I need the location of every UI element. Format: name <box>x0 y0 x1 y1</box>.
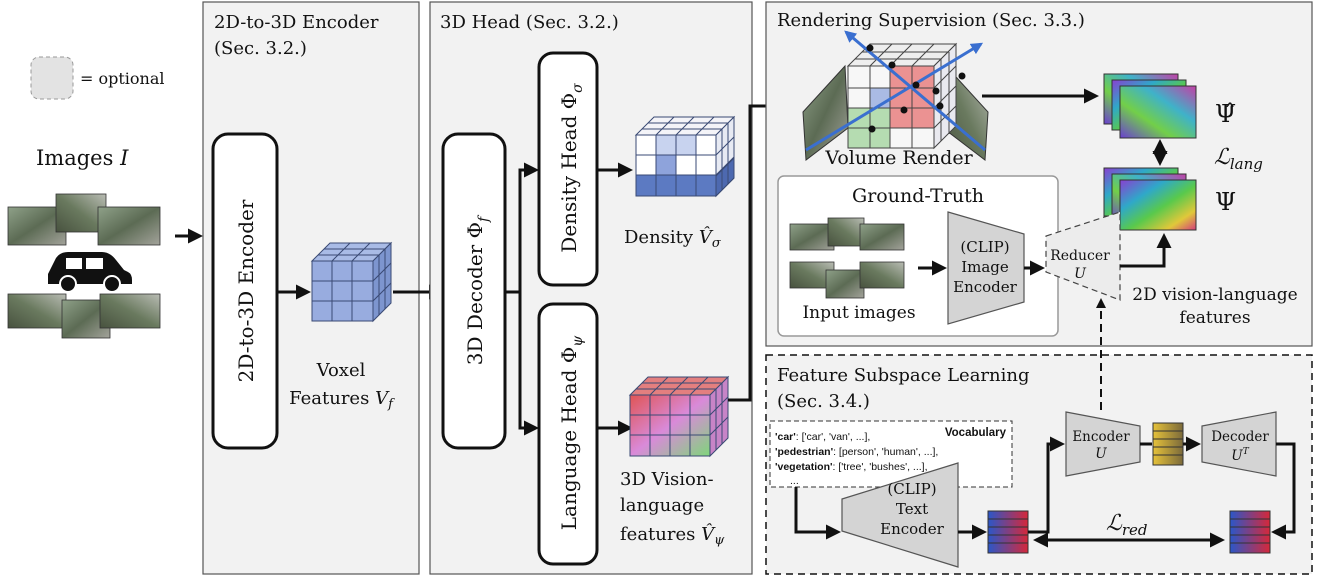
reconstructed-feature-stack <box>1229 510 1271 554</box>
vl-output-label-1: 3D Vision- <box>620 469 714 490</box>
ground-truth-title: Ground-Truth <box>852 185 984 207</box>
density-output-label: Density V̂σ <box>624 226 722 251</box>
vocab-line: 'car': ['car', 'van', ...], <box>775 431 870 443</box>
subspace-decoder-label-1: Decoder <box>1211 429 1269 445</box>
density-head-label: Density Head Φσ <box>557 83 586 253</box>
text-feature-stack <box>987 510 1029 554</box>
subspace-panel-title: Feature Subspace Learning <box>777 365 1030 386</box>
vocabulary-title: Vocabulary <box>945 427 1007 439</box>
language-head-block <box>537 302 599 566</box>
subspace-encoder-label-2: U <box>1095 446 1107 462</box>
lang-loss-label: ℒlang <box>1214 145 1263 173</box>
subspace-decoder-label-2: UT <box>1231 447 1249 464</box>
input-images-label: Input images <box>802 303 915 323</box>
vocab-line: 'pedestrian': [person', 'human', ...], <box>775 446 938 458</box>
input-images-top <box>7 193 161 246</box>
encoder-panel-title: 2D-to-3D Encoder <box>214 12 379 33</box>
vocabulary-box <box>769 420 1013 488</box>
subspace-encoder-label-1: Encoder <box>1072 429 1130 445</box>
arrow-reducer-to-gt <box>1120 233 1172 268</box>
rendering-panel-title: Rendering Supervision (Sec. 3.3.) <box>777 10 1085 31</box>
car-icon <box>48 252 132 293</box>
subspace-encoder <box>1065 411 1141 477</box>
voxel-features-label-2: Features Vf <box>289 388 395 412</box>
input-images-bottom <box>7 293 161 339</box>
gt-input-images <box>789 217 905 299</box>
clip-image-encoder-label-3: Encoder <box>953 278 1018 296</box>
optional-legend-box <box>30 56 74 100</box>
clip-image-encoder <box>947 211 1025 325</box>
optional-legend-label: = optional <box>80 69 165 88</box>
gt-features-symbol: Ψ <box>1215 188 1236 216</box>
head-panel-title: 3D Head (Sec. 3.2.) <box>440 12 619 33</box>
red-loss-label: ℒred <box>1106 511 1148 539</box>
reducer-block <box>1045 211 1121 301</box>
subspace-decoder <box>1201 411 1277 477</box>
volume-render-illustration <box>802 30 989 161</box>
clip-text-encoder <box>841 462 959 568</box>
arrow-vocab-to-text-encoder <box>794 487 841 540</box>
gt-feature-maps <box>1103 167 1197 231</box>
text-encoder-label-3: Encoder <box>880 520 945 538</box>
encoder-block-label: 2D-to-3D Encoder <box>234 199 258 382</box>
volume-render-label: Volume Render <box>824 147 973 169</box>
vocabulary-list: 'car': ['car', 'van', ...], 'pedestrian'… <box>775 431 938 487</box>
decoder-block-label: 3D Decoder Φf <box>463 214 492 365</box>
text-encoder-label-2: Text <box>896 500 928 518</box>
vocab-line: 'vegetation': ['tree', 'bushes', ...], <box>775 461 928 473</box>
clip-image-encoder-label-2: Image <box>961 258 1009 276</box>
predicted-features-symbol: Ψ̂ <box>1215 100 1236 128</box>
vl-output-label-3: features V̂ψ <box>620 523 725 548</box>
arrow-features-to-encoder <box>1028 436 1065 534</box>
vl-features-label-1: 2D vision-language <box>1132 285 1297 305</box>
images-label: Images I <box>36 146 129 170</box>
voxel-features-cube <box>310 241 393 323</box>
density-cube <box>634 115 736 198</box>
subspace-panel-section: (Sec. 3.4.) <box>777 391 870 412</box>
predicted-feature-maps <box>1103 73 1197 139</box>
reducer-label-1: Reducer <box>1050 248 1110 264</box>
language-head-label: Language Head Φψ <box>557 335 586 530</box>
reducer-label-2: U <box>1074 266 1087 282</box>
arrow-decoder-to-recon <box>1271 442 1296 540</box>
voxel-features-label-1: Voxel <box>316 360 366 381</box>
vl-output-label-2: language <box>620 495 704 516</box>
encoder-panel-section: (Sec. 3.2.) <box>214 38 307 59</box>
vision-language-cube <box>628 375 730 458</box>
text-encoder-label-1: (CLIP) <box>887 480 936 498</box>
clip-image-encoder-label-1: (CLIP) <box>960 238 1009 256</box>
vocab-line: ... <box>790 475 799 487</box>
vl-features-label-2: features <box>1179 308 1250 328</box>
latent-feature-stack <box>1152 422 1184 466</box>
